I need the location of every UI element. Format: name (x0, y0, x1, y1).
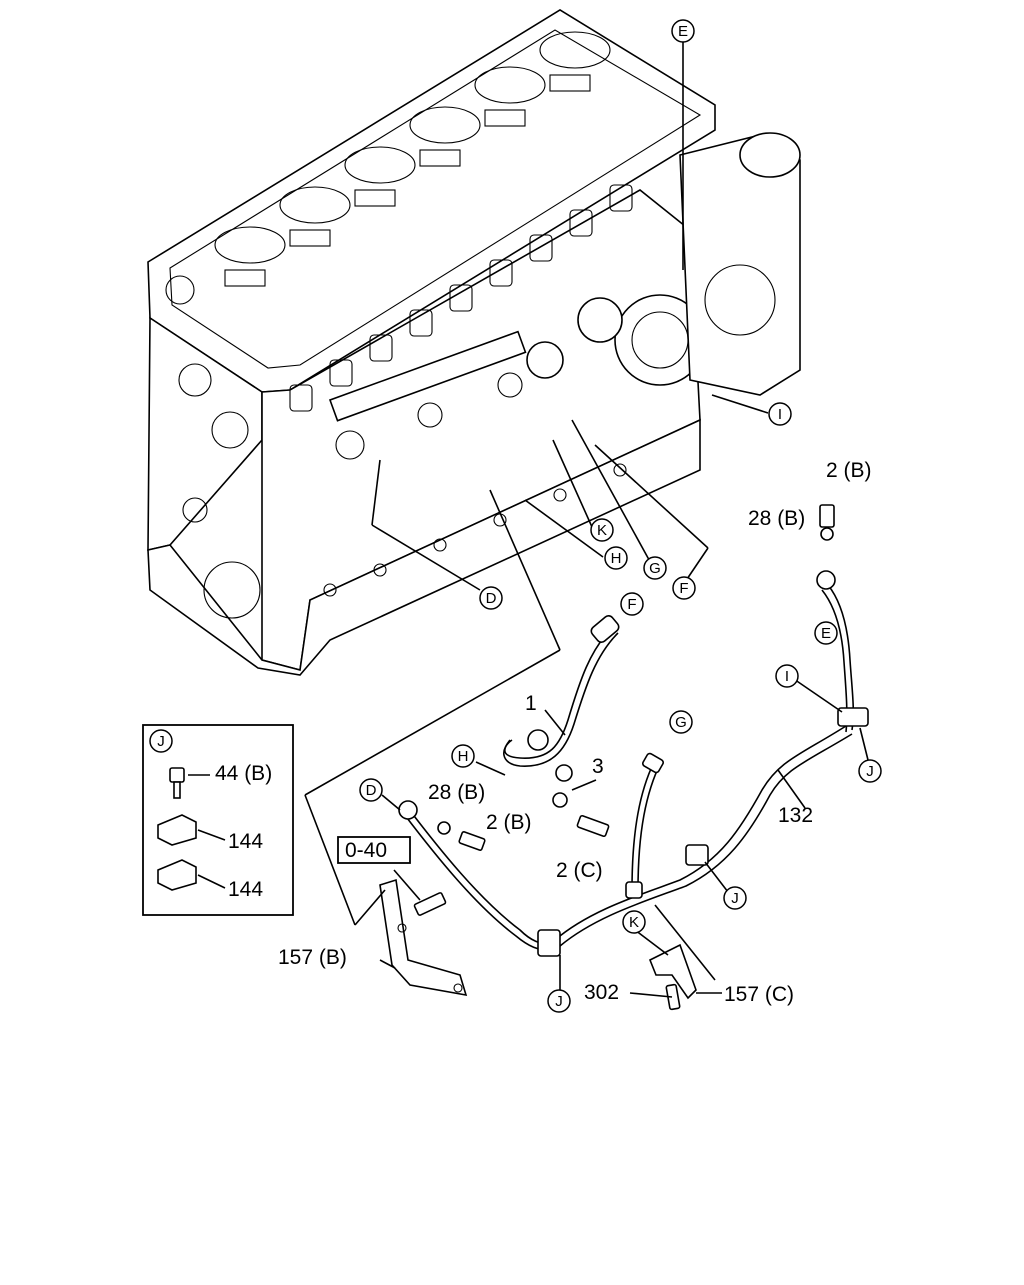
callout-d-top-circle (479, 586, 503, 610)
callout-g-top: G (649, 560, 661, 577)
label-inset-bolt: 44 (B) (215, 762, 272, 785)
callout-f-pipe: F (627, 596, 636, 613)
callout-k-pipe: K (629, 914, 639, 931)
label-bolt-302: 302 (584, 981, 619, 1004)
part-label-group: 2 (B) 28 (B) 1 3 28 (B) 2 (B) 2 (C) 132 … (215, 459, 872, 1006)
engine-block-drawing (147, 9, 801, 676)
callout-h-top: H (611, 550, 622, 567)
pipe-assembly-drawing (379, 504, 869, 1011)
callout-g-pipe-circle (669, 710, 693, 734)
label-inset-clip-lower: 144 (228, 878, 263, 901)
callout-j-inset: J (157, 733, 165, 750)
callout-i-pipe-circle (775, 664, 799, 688)
callout-e-top-circle (671, 19, 695, 43)
callout-k-top: K (597, 522, 607, 539)
label-washer-top: 28 (B) (748, 507, 805, 530)
label-pipe-3: 3 (592, 755, 604, 778)
callout-h-top-circle (604, 546, 628, 570)
callout-d-pipe-circle (359, 778, 383, 802)
callout-e-pipe-circle (814, 621, 838, 645)
callout-e-pipe: E (821, 625, 831, 642)
callout-i-top: I (778, 406, 782, 423)
callout-j-right-circle (858, 759, 882, 783)
callout-j-mid-circle (723, 886, 747, 910)
label-bolt-c: 2 (C) (556, 859, 603, 882)
callout-i-pipe: I (785, 668, 789, 685)
label-bracket-157b: 157 (B) (278, 946, 347, 969)
label-inset-clip-upper: 144 (228, 830, 263, 853)
callout-f-pipe-circle (620, 592, 644, 616)
label-washer-mid: 28 (B) (428, 781, 485, 804)
callout-f-top: F (679, 580, 688, 597)
callout-j-bottom: J (555, 993, 563, 1010)
callout-j-inset-circle (149, 729, 173, 753)
callout-d-top: D (486, 590, 497, 607)
callout-j-mid: J (731, 890, 739, 907)
callout-e-top: E (678, 23, 688, 40)
label-bolt-top: 2 (B) (826, 459, 872, 482)
callout-d-pipe: D (366, 782, 377, 799)
engine-leader-lines (304, 42, 769, 796)
callout-k-top-circle (590, 518, 614, 542)
clip-inset-box (142, 724, 294, 916)
callout-k-pipe-circle (622, 910, 646, 934)
callout-h-pipe-circle (451, 744, 475, 768)
label-bolt-mid: 2 (B) (486, 811, 532, 834)
callout-h-pipe: H (458, 748, 469, 765)
label-bracket-157c: 157 (C) (724, 983, 794, 1006)
label-pipe-1: 1 (525, 692, 537, 715)
label-pipe-132: 132 (778, 804, 813, 827)
pipe-leader-lines (304, 674, 869, 998)
callout-g-pipe: G (675, 714, 687, 731)
callout-i-top-circle (768, 402, 792, 426)
label-ref-box: 0-40 (345, 839, 387, 862)
callout-j-bottom-circle (547, 989, 571, 1013)
callout-f-top-circle (672, 576, 696, 600)
callout-j-right: J (866, 763, 874, 780)
reference-box (337, 836, 411, 864)
callout-g-top-circle (643, 556, 667, 580)
